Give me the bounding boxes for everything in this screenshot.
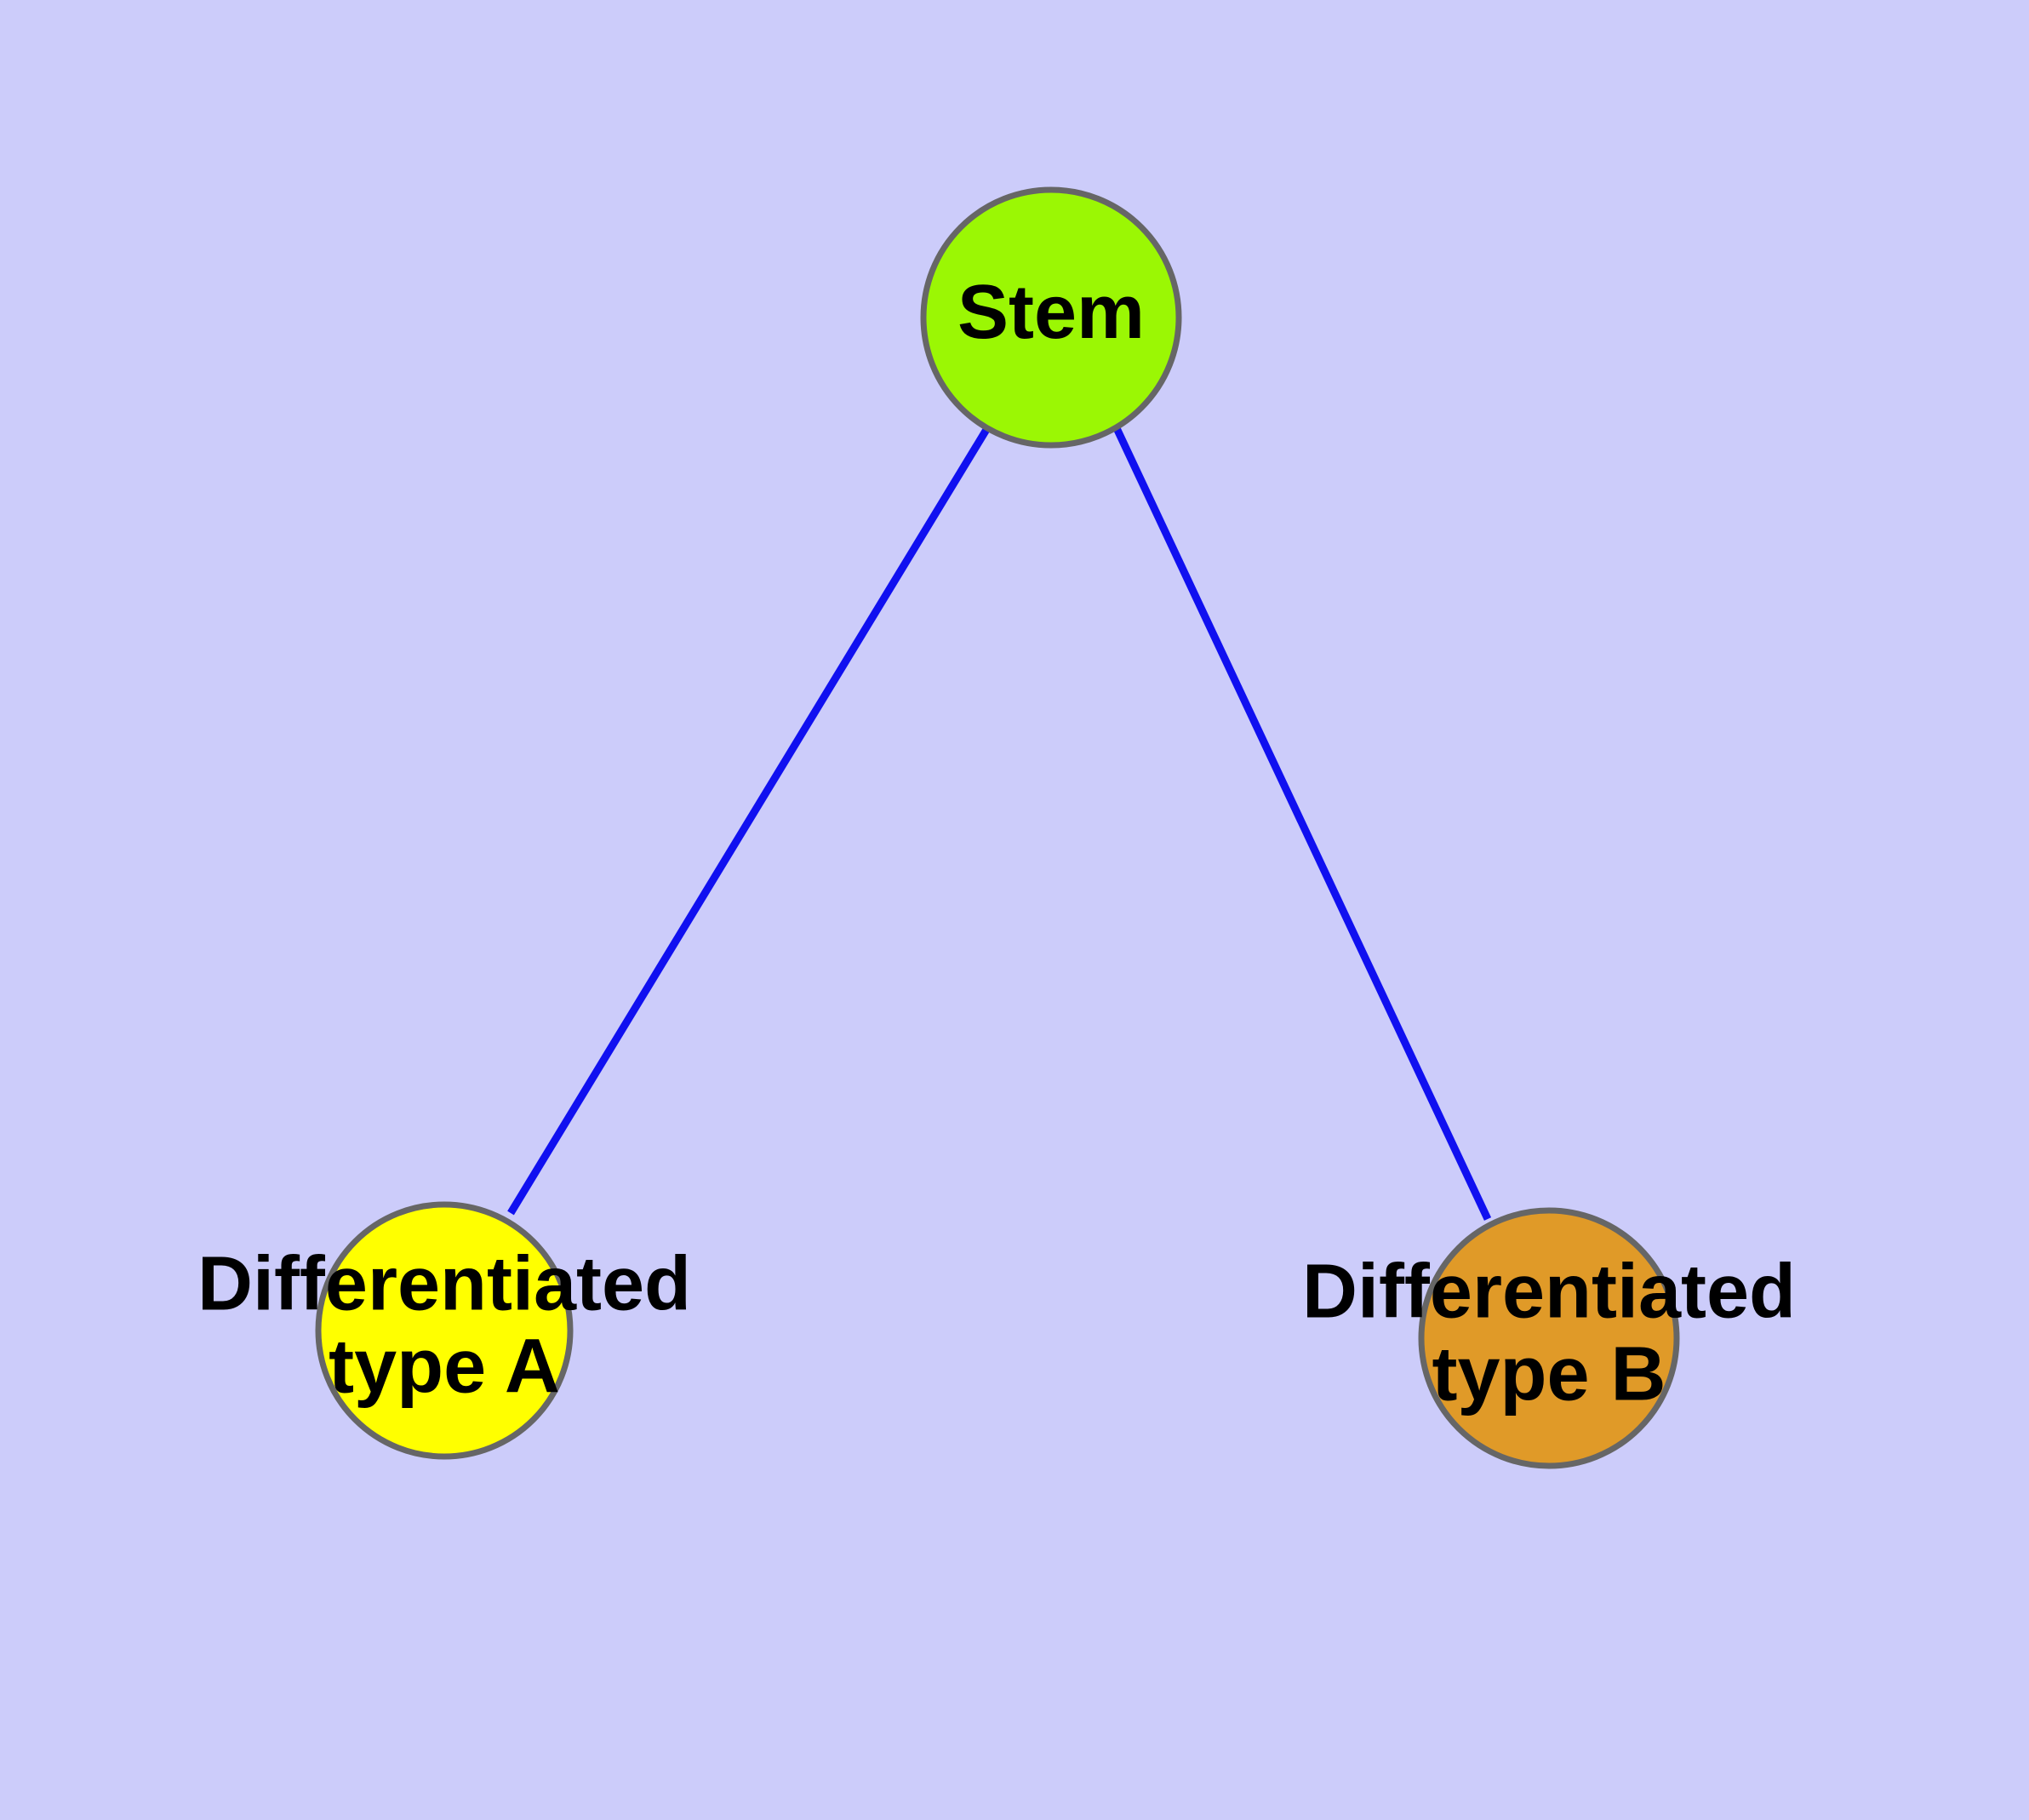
node-diff_a[interactable] [315, 1201, 574, 1460]
node-label-line: Stem [957, 270, 1145, 355]
node-diff_b[interactable] [1418, 1207, 1680, 1469]
edges-layer [507, 426, 1492, 1221]
node-label-line: type B [1432, 1331, 1666, 1417]
edge-stem-to-a[interactable] [507, 426, 991, 1216]
node-stem[interactable] [920, 186, 1182, 449]
node-label-line: type A [329, 1324, 560, 1409]
node-label-line: Differentiated [197, 1241, 691, 1326]
node-label-stem: Stem [957, 270, 1145, 355]
node-label-line: Differentiated [1302, 1249, 1796, 1334]
edge-stem-to-b[interactable] [1112, 426, 1492, 1221]
nodes-layer [315, 186, 1680, 1469]
